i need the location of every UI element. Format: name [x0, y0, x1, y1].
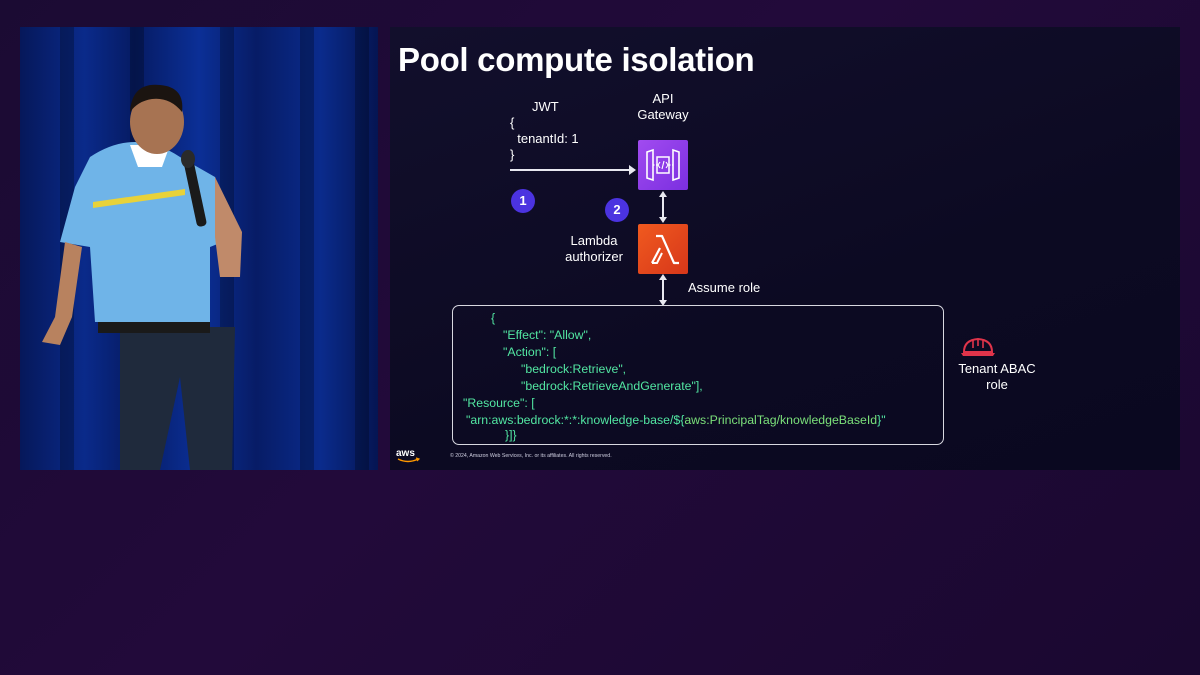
speaker-figure [20, 27, 378, 470]
api-gateway-label: API Gateway [633, 91, 693, 123]
request-arrow [510, 169, 630, 171]
policy-line-7-tag: aws:PrincipalTag/knowledgeBaseId [684, 413, 877, 427]
lambda-authorizer-label: Lambda authorizer [556, 233, 632, 265]
aws-logo-text: aws [396, 448, 415, 459]
slide-title: Pool compute isolation [398, 41, 754, 79]
policy-line-4: "bedrock:Retrieve", [521, 361, 626, 377]
step-1-badge: 1 [511, 189, 535, 213]
policy-line-6: "Resource": [ [463, 395, 535, 411]
jwt-payload: { tenantId: 1 } [510, 115, 579, 163]
api-gateway-icon [638, 140, 688, 190]
assume-role-label: Assume role [688, 280, 760, 296]
copyright-footer: © 2024, Amazon Web Services, Inc. or its… [450, 453, 612, 459]
step-2-badge: 2 [605, 198, 629, 222]
speaker-video [20, 27, 378, 470]
lambda-label-line1: Lambda [556, 233, 632, 249]
policy-line-7-start: "arn:aws:bedrock:*:*:knowledge-base/${ [466, 413, 684, 427]
policy-line-8: }]} [505, 427, 517, 443]
lambda-policy-connector [662, 279, 664, 301]
tenant-abac-line2: role [945, 377, 1049, 393]
lambda-icon [638, 224, 688, 274]
jwt-line-open: { [510, 115, 579, 131]
tenant-role-hardhat-icon [960, 334, 996, 358]
tenant-abac-role-label: Tenant ABAC role [945, 361, 1049, 393]
gateway-lambda-connector [662, 196, 664, 218]
api-gateway-label-line1: API [633, 91, 693, 107]
jwt-label: JWT [532, 99, 559, 115]
tenant-abac-line1: Tenant ABAC [945, 361, 1049, 377]
policy-line-5: "bedrock:RetrieveAndGenerate"], [521, 378, 703, 394]
iam-policy-box: { "Effect": "Allow", "Action": [ "bedroc… [452, 305, 944, 445]
jwt-line-tenant: tenantId: 1 [510, 131, 579, 147]
presentation-slide: Pool compute isolation JWT { tenantId: 1… [390, 27, 1180, 470]
api-gateway-label-line2: Gateway [633, 107, 693, 123]
policy-line-2: "Effect": "Allow", [503, 327, 591, 343]
aws-logo: aws [396, 446, 422, 464]
jwt-line-close: } [510, 147, 579, 163]
policy-line-7-end: }" [877, 413, 885, 427]
policy-line-3: "Action": [ [503, 344, 556, 360]
lambda-label-line2: authorizer [556, 249, 632, 265]
policy-line-7: "arn:aws:bedrock:*:*:knowledge-base/${aw… [466, 412, 886, 428]
policy-line-1: { [491, 310, 495, 326]
